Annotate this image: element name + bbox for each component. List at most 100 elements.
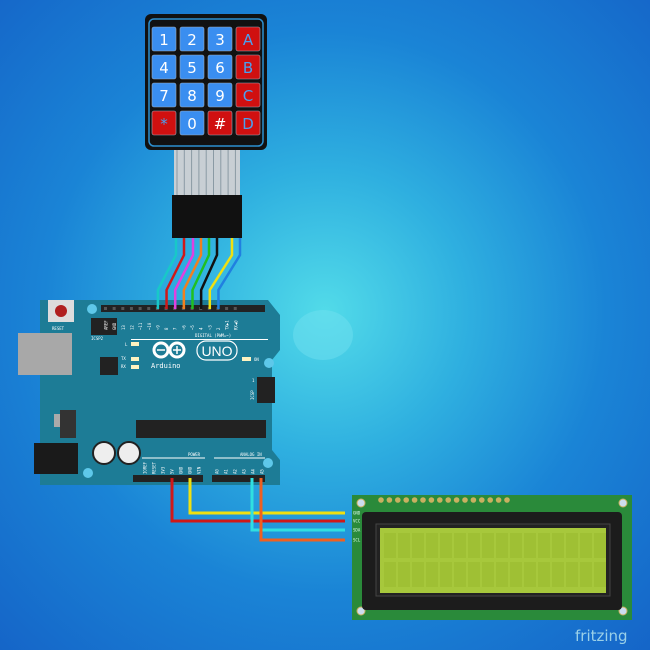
lcd-char-cell [594, 533, 606, 558]
key-6[interactable]: 6 [207, 54, 233, 80]
analog-pin-label: A1 [224, 469, 229, 474]
key-2[interactable]: 2 [179, 26, 205, 52]
key-*[interactable]: * [151, 110, 177, 136]
regulator-tab [54, 414, 64, 427]
lcd-header-pin [378, 497, 384, 503]
key-1[interactable]: 1 [151, 26, 177, 52]
key-label: C [243, 87, 253, 105]
key-9[interactable]: 9 [207, 82, 233, 108]
key-label: 8 [187, 87, 197, 105]
key-face[interactable] [151, 82, 177, 108]
key-C[interactable]: C [235, 82, 261, 108]
lcd-char-cell [510, 562, 522, 587]
key-face[interactable] [207, 54, 233, 80]
digital-pin [138, 307, 142, 310]
key-face[interactable] [179, 110, 205, 136]
digital-pin-label: ~3 [207, 325, 212, 330]
key-face[interactable] [207, 110, 233, 136]
power-label: POWER [188, 452, 201, 457]
key-face[interactable] [235, 54, 261, 80]
digital-pin-label: ~5 [190, 325, 195, 330]
power-pin-label: 3V3 [161, 466, 166, 474]
key-face[interactable] [207, 26, 233, 52]
lcd-pin-label: GND [353, 511, 361, 516]
lcd-char-cell [594, 562, 606, 587]
atmega-chip [136, 420, 266, 438]
key-#[interactable]: # [207, 110, 233, 136]
uno-badge [196, 340, 238, 361]
lcd-header-pin [437, 497, 443, 503]
key-3[interactable]: 3 [207, 26, 233, 52]
key-face[interactable] [151, 54, 177, 80]
digital-pin [104, 307, 107, 310]
lcd-char-cell [496, 533, 508, 558]
ribbon-cable [174, 150, 240, 195]
digital-pin-label: RX◀0 [233, 320, 238, 330]
chip [100, 357, 118, 375]
key-label: 1 [159, 31, 169, 49]
digital-pin-label: 13 [121, 325, 126, 330]
mounting-hole [618, 606, 628, 616]
mounting-hole [618, 498, 628, 508]
lcd-header-pin [479, 497, 485, 503]
digital-pin-label: AREF [104, 320, 109, 330]
capacitor [117, 441, 141, 465]
lcd-char-cell [454, 562, 466, 587]
capacitor [92, 441, 116, 465]
led-l-label: L [125, 342, 128, 347]
digital-pin-label: TX▶1 [225, 320, 230, 330]
lcd-char-cell [510, 533, 522, 558]
keypad-wire [199, 238, 219, 309]
background-blob [293, 310, 353, 360]
key-face[interactable] [151, 26, 177, 52]
power-pin-label: RESET [152, 461, 157, 474]
lcd-wires [170, 478, 345, 542]
analog-pin-label: A5 [260, 469, 265, 474]
on-label: ON [254, 357, 259, 362]
icsp-header [257, 377, 275, 403]
lcd-char-cell [384, 562, 396, 587]
lcd-char-cell [496, 562, 508, 587]
keypad-inner-border [148, 18, 264, 147]
key-face[interactable] [151, 110, 177, 136]
analog-header [212, 475, 265, 482]
led-rx-label: RX [121, 364, 126, 369]
digital-label: DIGITAL (PWM=~) [195, 333, 231, 338]
keypad-wire [165, 238, 186, 309]
led-rx [131, 365, 139, 369]
key-8[interactable]: 8 [179, 82, 205, 108]
key-5[interactable]: 5 [179, 54, 205, 80]
lcd-char-cell [440, 533, 452, 558]
lcd-char-cell [412, 533, 424, 558]
key-face[interactable] [235, 82, 261, 108]
lcd-char-cell [566, 562, 578, 587]
keypad-wire [191, 238, 211, 309]
key-B[interactable]: B [235, 54, 261, 80]
key-face[interactable] [179, 54, 205, 80]
lcd-header-pin [470, 497, 477, 503]
lcd-char-cell [398, 562, 410, 587]
digital-pin-label: 7 [173, 327, 178, 330]
key-face[interactable] [207, 82, 233, 108]
reset-button-cap[interactable] [55, 305, 67, 317]
key-face[interactable] [179, 26, 205, 52]
key-face[interactable] [235, 26, 261, 52]
key-face[interactable] [235, 110, 261, 136]
reset-label: RESET [52, 326, 65, 331]
mounting-hole [356, 606, 366, 616]
lcd-header-pin [428, 497, 435, 503]
key-label: 7 [159, 87, 169, 105]
key-A[interactable]: A [235, 26, 261, 52]
lcd-char-cell [398, 533, 410, 558]
key-D[interactable]: D [235, 110, 261, 136]
led-on [242, 357, 251, 361]
lcd-header-pin [411, 497, 418, 503]
key-0[interactable]: 0 [179, 110, 205, 136]
key-face[interactable] [179, 82, 205, 108]
key-7[interactable]: 7 [151, 82, 177, 108]
key-4[interactable]: 4 [151, 54, 177, 80]
lcd-char-cell [482, 533, 494, 558]
lcd-header-pin [462, 497, 468, 503]
